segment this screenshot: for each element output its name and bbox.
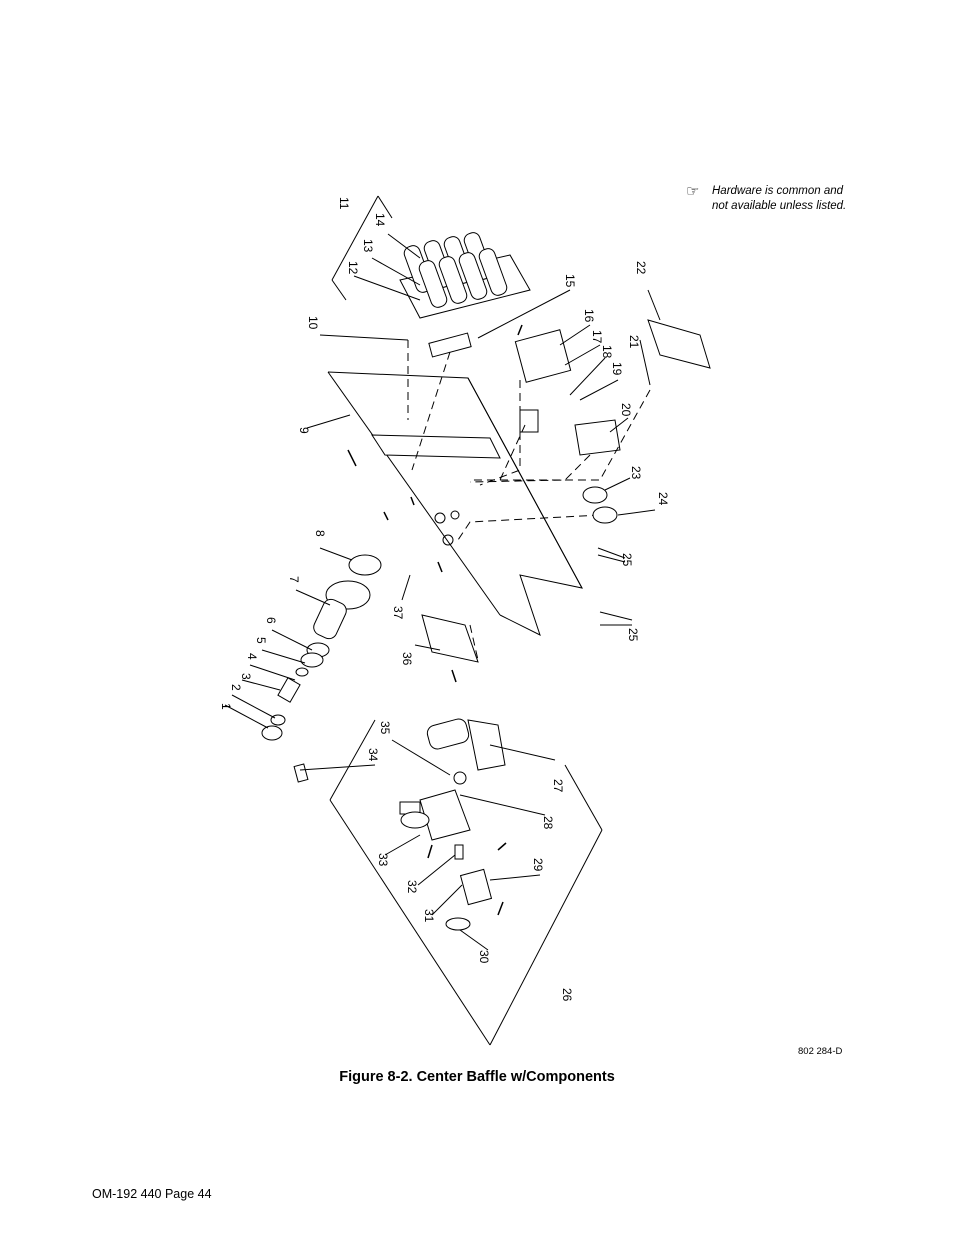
callout-32: 32 [405, 880, 419, 894]
callout-9: 9 [297, 427, 311, 434]
capacitor-bank [399, 232, 531, 319]
callout-29: 29 [531, 858, 545, 872]
callout-1: 1 [219, 703, 233, 710]
callout-21: 21 [627, 335, 641, 349]
callout-25a: 25 [620, 553, 634, 567]
note-line-1: Hardware is common and [712, 185, 844, 197]
callout-4: 4 [245, 653, 259, 660]
callout-34: 34 [366, 748, 380, 762]
callout-25b: 25 [626, 628, 640, 642]
callout-36: 36 [400, 652, 414, 666]
callout-6: 6 [264, 617, 278, 624]
callout-20: 20 [619, 403, 633, 417]
callout-31: 31 [422, 909, 436, 923]
drive-motor [426, 718, 506, 771]
callout-35: 35 [378, 721, 392, 735]
callout-27: 27 [551, 779, 565, 793]
callout-22: 22 [634, 261, 648, 275]
drive-gearbox [293, 763, 471, 841]
callout-3: 3 [239, 673, 253, 680]
callout-7: 7 [287, 576, 301, 583]
center-baffle-panel [327, 371, 583, 636]
callout-28: 28 [541, 816, 555, 830]
callout-30: 30 [477, 950, 491, 964]
callout-11: 11 [337, 197, 351, 210]
callout-8: 8 [313, 530, 327, 537]
callout-18: 18 [600, 345, 614, 359]
callout-10: 10 [306, 316, 320, 330]
fan-assembly [261, 554, 382, 741]
callout-13: 13 [361, 239, 375, 253]
callout-16: 16 [582, 309, 596, 323]
figure-caption: Figure 8-2. Center Baffle w/Components [339, 1069, 615, 1085]
callout-37: 37 [391, 606, 405, 620]
pointing-hand-icon: ☞ [686, 183, 700, 200]
callout-23: 23 [629, 466, 643, 480]
callout-33: 33 [376, 853, 390, 867]
callout-24: 24 [656, 492, 670, 506]
callout-19: 19 [610, 362, 624, 376]
callout-14: 14 [373, 213, 387, 227]
callout-26: 26 [560, 988, 574, 1002]
drawing-number: 802 284-D [798, 1046, 843, 1057]
page-footer: OM-192 440 Page 44 [92, 1187, 212, 1201]
note-line-2: not available unless listed. [712, 200, 847, 212]
callout-12: 12 [346, 261, 360, 275]
callout-5: 5 [254, 637, 268, 644]
callout-17: 17 [590, 330, 604, 344]
callout-15: 15 [563, 274, 577, 288]
callout-2: 2 [229, 684, 243, 691]
